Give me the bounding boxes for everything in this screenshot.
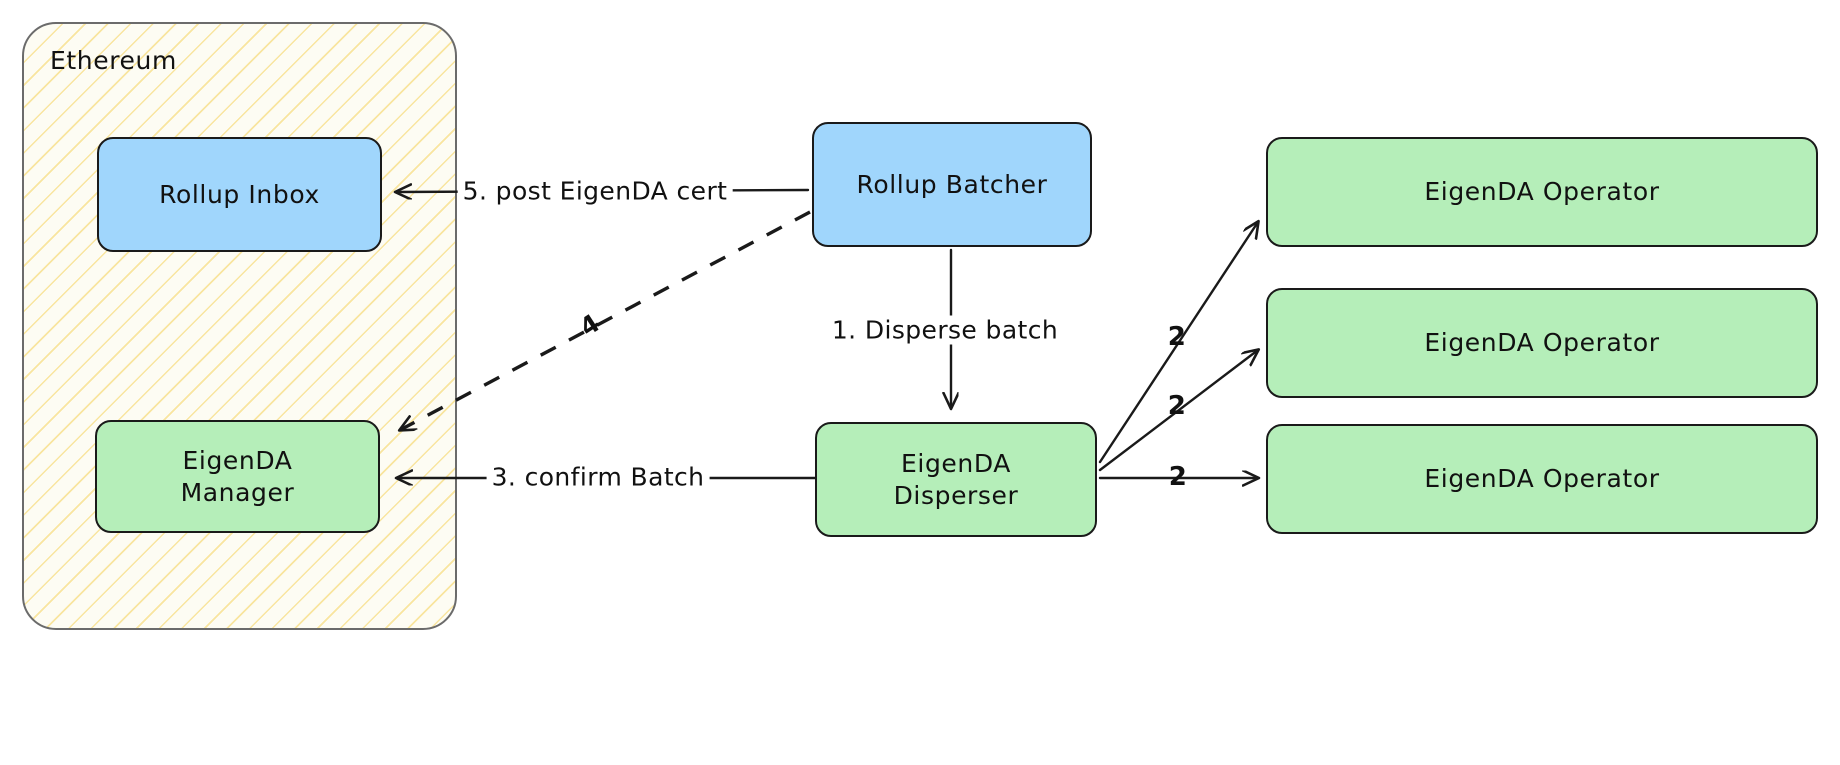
node-eigenda-operator-1-label: EigenDA Operator	[1424, 177, 1660, 206]
edge-disperser-to-operator-1	[1098, 222, 1258, 464]
node-eigenda-disperser-label: EigenDA Disperser	[893, 448, 1019, 510]
edge-label-2-operator-3: 2	[1168, 462, 1188, 492]
node-eigenda-operator-3[interactable]: EigenDA Operator	[1266, 424, 1818, 534]
node-eigenda-operator-2[interactable]: EigenDA Operator	[1266, 288, 1818, 398]
edge-batcher-to-manager	[400, 210, 811, 430]
node-rollup-batcher[interactable]: Rollup Batcher	[812, 122, 1092, 247]
node-eigenda-manager-label: EigenDA Manager	[180, 445, 295, 507]
edge-label-disperse-batch: 1. Disperse batch	[826, 315, 1064, 345]
node-eigenda-operator-3-label: EigenDA Operator	[1424, 464, 1660, 493]
edge-disperser-to-operator-2	[1098, 350, 1258, 472]
node-rollup-inbox[interactable]: Rollup Inbox	[97, 137, 382, 252]
ethereum-group	[22, 22, 457, 630]
edge-label-confirm-batch: 3. confirm Batch	[486, 462, 710, 492]
node-eigenda-operator-1[interactable]: EigenDA Operator	[1266, 137, 1818, 247]
node-eigenda-disperser[interactable]: EigenDA Disperser	[815, 422, 1097, 537]
edge-label-2-operator-1: 2	[1167, 322, 1187, 352]
node-eigenda-operator-2-label: EigenDA Operator	[1424, 328, 1660, 357]
node-rollup-inbox-label: Rollup Inbox	[159, 179, 320, 209]
node-eigenda-manager[interactable]: EigenDA Manager	[95, 420, 380, 533]
ethereum-group-label: Ethereum	[50, 46, 177, 75]
edge-label-2-operator-2: 2	[1167, 391, 1187, 421]
edge-label-post-eigenda-cert: 5. post EigenDA cert	[457, 176, 733, 206]
node-rollup-batcher-label: Rollup Batcher	[856, 169, 1048, 199]
